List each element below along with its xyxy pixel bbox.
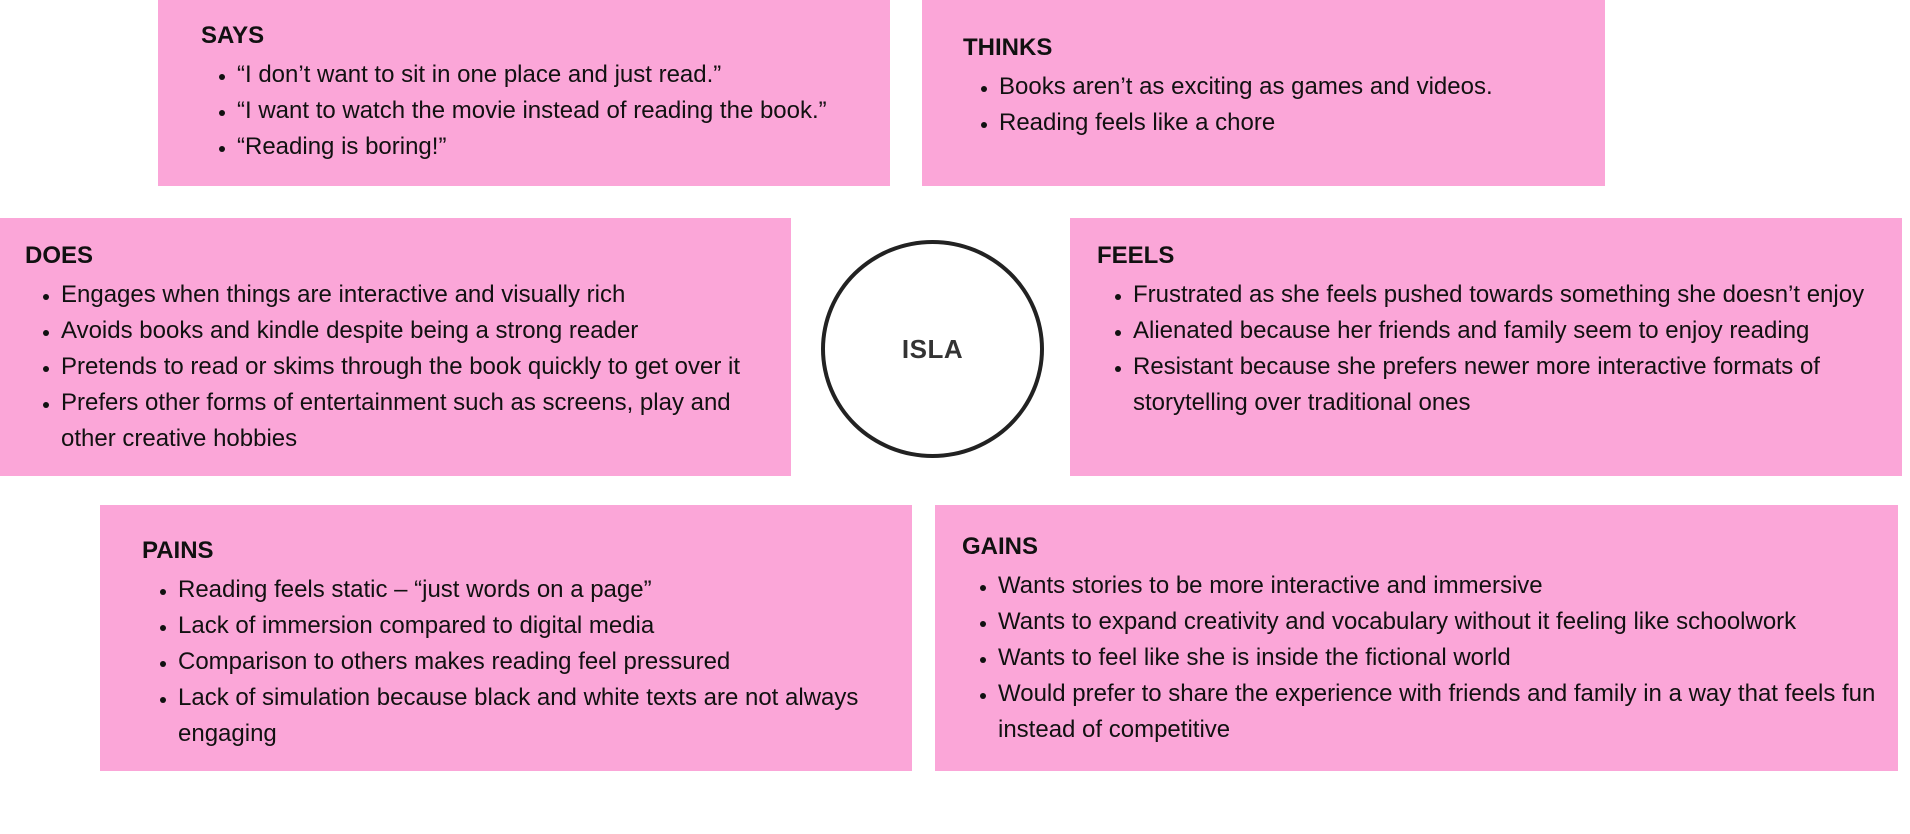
gains-heading: GAINS <box>962 533 1039 560</box>
list-item: Frustrated as she feels pushed towards s… <box>1133 277 1902 313</box>
gains-list: Wants stories to be more interactive and… <box>962 568 1898 748</box>
gains-card: GAINS Wants stories to be more interacti… <box>935 505 1898 771</box>
list-item: Engages when things are interactive and … <box>61 277 791 313</box>
list-item: Lack of immersion compared to digital me… <box>178 608 912 644</box>
feels-card: FEELS Frustrated as she feels pushed tow… <box>1070 218 1902 476</box>
list-item: Wants to feel like she is inside the fic… <box>998 640 1898 676</box>
says-list: “I don’t want to sit in one place and ju… <box>201 57 890 165</box>
list-item: “I don’t want to sit in one place and ju… <box>237 57 890 93</box>
says-card: SAYS “I don’t want to sit in one place a… <box>158 0 890 186</box>
thinks-list: Books aren’t as exciting as games and vi… <box>963 69 1605 141</box>
list-item: Reading feels like a chore <box>999 105 1605 141</box>
list-item: “I want to watch the movie instead of re… <box>237 93 890 129</box>
does-card: DOES Engages when things are interactive… <box>0 218 791 476</box>
does-heading: DOES <box>25 242 94 269</box>
list-item: Wants stories to be more interactive and… <box>998 568 1898 604</box>
list-item: Avoids books and kindle despite being a … <box>61 313 791 349</box>
list-item: Alienated because her friends and family… <box>1133 313 1902 349</box>
list-item: Books aren’t as exciting as games and vi… <box>999 69 1605 105</box>
pains-list: Reading feels static – “just words on a … <box>142 572 912 752</box>
list-item: Pretends to read or skims through the bo… <box>61 349 791 385</box>
list-item: Prefers other forms of entertainment suc… <box>61 385 791 457</box>
list-item: Lack of simulation because black and whi… <box>178 680 912 752</box>
feels-list: Frustrated as she feels pushed towards s… <box>1097 277 1902 421</box>
feels-heading: FEELS <box>1097 242 1175 269</box>
pains-heading: PAINS <box>142 537 214 564</box>
list-item: “Reading is boring!” <box>237 129 890 165</box>
says-heading: SAYS <box>201 22 265 49</box>
persona-circle: ISLA <box>821 240 1044 458</box>
list-item: Comparison to others makes reading feel … <box>178 644 912 680</box>
pains-card: PAINS Reading feels static – “just words… <box>100 505 912 771</box>
persona-name: ISLA <box>901 333 964 364</box>
thinks-card: THINKS Books aren’t as exciting as games… <box>922 0 1605 186</box>
list-item: Would prefer to share the experience wit… <box>998 676 1898 748</box>
does-list: Engages when things are interactive and … <box>25 277 791 457</box>
thinks-heading: THINKS <box>963 34 1053 61</box>
list-item: Reading feels static – “just words on a … <box>178 572 912 608</box>
list-item: Resistant because she prefers newer more… <box>1133 349 1902 421</box>
list-item: Wants to expand creativity and vocabular… <box>998 604 1898 640</box>
